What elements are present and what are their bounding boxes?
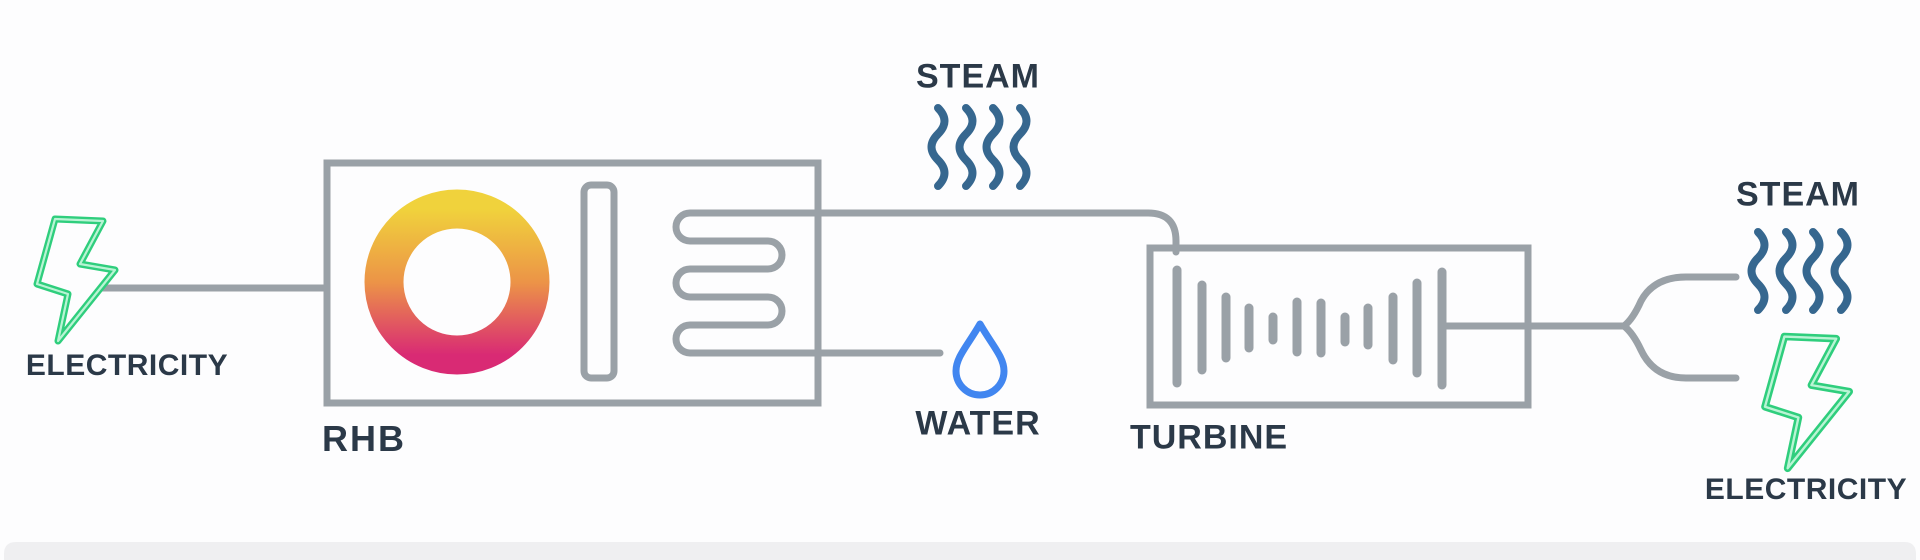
bottom-panel-edge xyxy=(4,542,1916,560)
steam-mid-label: STEAM xyxy=(916,57,1040,96)
electricity-output-bolt-icon xyxy=(1761,332,1853,473)
turbine-label: TURBINE xyxy=(1129,418,1289,457)
electricity-input-label: ELECTRICITY xyxy=(25,349,229,382)
electricity-output-label: ELECTRICITY xyxy=(1704,473,1908,506)
steam-output-label: STEAM xyxy=(1736,175,1860,214)
steam-waves-icon-mid xyxy=(927,104,1031,190)
water-drop-icon xyxy=(952,320,1008,399)
output-fork xyxy=(1618,273,1740,382)
divider-bar xyxy=(580,181,618,382)
burner-ring-icon xyxy=(364,189,550,375)
water-label: WATER xyxy=(915,404,1041,443)
rhb-label: RHB xyxy=(322,418,406,459)
heating-coil-and-pipes xyxy=(672,209,1180,357)
electricity-input-bolt-icon xyxy=(33,215,119,345)
rhb-box xyxy=(323,159,822,407)
turbine-blades-icon xyxy=(1172,265,1447,390)
steam-waves-icon-out xyxy=(1747,228,1852,314)
